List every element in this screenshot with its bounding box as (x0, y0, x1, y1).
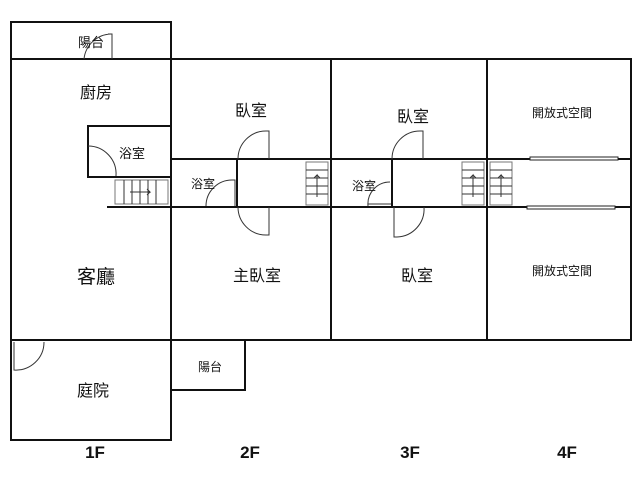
room-label-bath: 浴室 (352, 178, 376, 193)
floor-4: 開放式空間 開放式空間 4F (486, 58, 632, 462)
room-label-kitchen: 廚房 (80, 83, 112, 102)
door-icon (205, 179, 236, 207)
room-label-balcony: 陽台 (198, 359, 222, 374)
floor-label-4f: 4F (557, 443, 577, 462)
room-label-bedroom: 臥室 (397, 107, 429, 126)
room-label-open-space: 開放式空間 (532, 263, 592, 278)
door-icon (391, 130, 424, 160)
door-icon (13, 341, 45, 371)
door-icon (393, 206, 425, 238)
room-label-yard: 庭院 (77, 381, 109, 400)
door-icon (237, 206, 270, 236)
room-label-open-space: 開放式空間 (532, 105, 592, 120)
floor-3: 臥室 浴室 臥室 3F (330, 58, 488, 462)
stair-icon (461, 161, 485, 206)
room-label-living: 客廳 (77, 266, 115, 288)
stair-icon (305, 161, 329, 206)
door-icon (367, 181, 391, 207)
door-icon (237, 130, 270, 160)
room-label-bedroom: 臥室 (235, 101, 267, 120)
stair-icon (114, 179, 169, 205)
room-label-bedroom: 臥室 (401, 266, 433, 285)
room-label-master-bedroom: 主臥室 (233, 266, 281, 285)
room-label-bath: 浴室 (191, 176, 215, 191)
floor-label-1f: 1F (85, 443, 105, 462)
floor-1: 陽台 廚房 浴室 客廳 庭院 1F (10, 21, 172, 462)
door-icon (83, 33, 113, 60)
room-label-balcony: 陽台 (78, 36, 104, 51)
floor-label-2f: 2F (240, 443, 260, 462)
floor-label-3f: 3F (400, 443, 420, 462)
stair-icon (489, 161, 513, 206)
door-icon (87, 145, 117, 177)
floor-2: 臥室 浴室 主臥室 陽台 2F (170, 58, 332, 462)
room-label-bath: 浴室 (119, 146, 145, 162)
